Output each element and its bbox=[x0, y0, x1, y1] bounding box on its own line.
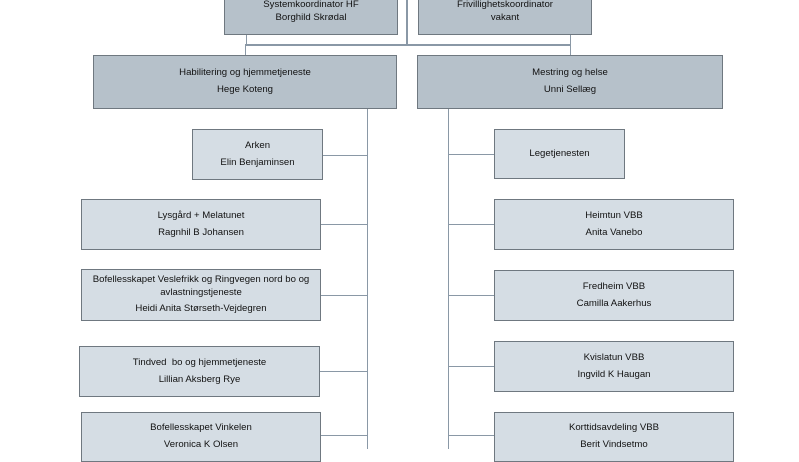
unit-fredheim-leader: Camilla Aakerhus bbox=[576, 297, 652, 309]
unit-korttid-box: Korttidsavdeling VBB Berit Vindsetmo bbox=[494, 412, 734, 462]
org-chart: Systemkoordinator HF Borghild Skrødal Fr… bbox=[79, 0, 734, 462]
systemkoordinator-title: Systemkoordinator HF bbox=[263, 0, 359, 10]
unit-tindved-title: Tindved bo og hjemmetjeneste bbox=[132, 356, 267, 368]
unit-lysgard-box: Lysgård + Melatunet Ragnhil B Johansen bbox=[81, 199, 321, 250]
unit-legetjenesten-box: Legetjenesten bbox=[494, 129, 625, 179]
connector-top-right bbox=[570, 34, 571, 45]
department-habilitering-box: Habilitering og hjemmetjeneste Hege Kote… bbox=[93, 55, 397, 109]
unit-arken-box: Arken Elin Benjaminsen bbox=[192, 129, 323, 180]
unit-fredheim-title: Fredheim VBB bbox=[582, 280, 646, 292]
unit-korttid-title: Korttidsavdeling VBB bbox=[568, 422, 660, 434]
unit-vinkelen-leader: Veronica K Olsen bbox=[163, 439, 239, 450]
unit-fredheim-box: Fredheim VBB Camilla Aakerhus bbox=[494, 270, 734, 321]
connector-dept-right bbox=[570, 45, 571, 55]
department-habilitering-title: Habilitering og hjemmetjeneste bbox=[179, 67, 311, 79]
unit-arken-title: Arken bbox=[244, 139, 271, 151]
unit-heimtun-leader: Anita Vanebo bbox=[585, 226, 643, 238]
connector-top-left bbox=[246, 34, 247, 45]
unit-heimtun-box: Heimtun VBB Anita Vanebo bbox=[494, 199, 734, 250]
frivillighetskoordinator-title: Frivillighetskoordinator bbox=[457, 0, 553, 10]
connector-trunk bbox=[406, 0, 408, 45]
connector-korttid bbox=[449, 435, 494, 436]
connector-heimtun bbox=[449, 224, 494, 225]
unit-kvislatun-leader: Ingvild K Haugan bbox=[577, 368, 651, 380]
unit-legetjenesten-title: Legetjenesten bbox=[529, 147, 590, 159]
unit-veslefrikk-title: Bofellesskapet Veslefrikk og Ringvegen n… bbox=[92, 273, 310, 298]
connector-branch bbox=[245, 44, 571, 46]
unit-kvislatun-box: Kvislatun VBB Ingvild K Haugan bbox=[494, 341, 734, 392]
unit-veslefrikk-leader: Heidi Anita Størseth-Vejdegren bbox=[135, 303, 267, 315]
connector-arken bbox=[322, 155, 367, 156]
frivillighetskoordinator-name: vakant bbox=[490, 11, 520, 23]
unit-kvislatun-title: Kvislatun VBB bbox=[583, 351, 645, 363]
connector-tindved bbox=[320, 371, 367, 372]
unit-tindved-leader: Lillian Aksberg Rye bbox=[158, 373, 241, 385]
connector-right-spine bbox=[448, 108, 449, 449]
department-habilitering-leader: Hege Koteng bbox=[216, 84, 273, 95]
unit-korttid-leader: Berit Vindsetmo bbox=[580, 439, 648, 450]
connector-fredheim bbox=[449, 295, 494, 296]
connector-left-spine bbox=[367, 108, 368, 449]
connector-lysgard bbox=[321, 224, 367, 225]
connector-vinkelen bbox=[321, 435, 367, 436]
connector-dept-left bbox=[245, 45, 246, 55]
unit-heimtun-title: Heimtun VBB bbox=[585, 209, 643, 221]
unit-vinkelen-title: Bofellesskapet Vinkelen bbox=[150, 422, 252, 434]
systemkoordinator-box: Systemkoordinator HF Borghild Skrødal bbox=[224, 0, 398, 35]
unit-lysgard-title: Lysgård + Melatunet bbox=[157, 209, 245, 221]
unit-veslefrikk-box: Bofellesskapet Veslefrikk og Ringvegen n… bbox=[81, 269, 321, 321]
connector-veslefrikk bbox=[321, 295, 367, 296]
unit-vinkelen-box: Bofellesskapet Vinkelen Veronica K Olsen bbox=[81, 412, 321, 462]
unit-arken-leader: Elin Benjaminsen bbox=[220, 156, 295, 168]
systemkoordinator-name: Borghild Skrødal bbox=[275, 11, 347, 23]
frivillighetskoordinator-box: Frivillighetskoordinator vakant bbox=[418, 0, 592, 35]
connector-kvislatun bbox=[449, 366, 494, 367]
department-mestring-box: Mestring og helse Unni Sellæg bbox=[417, 55, 723, 109]
unit-tindved-box: Tindved bo og hjemmetjeneste Lillian Aks… bbox=[79, 346, 320, 397]
unit-lysgard-leader: Ragnhil B Johansen bbox=[158, 226, 244, 238]
connector-legetjenesten bbox=[449, 154, 494, 155]
department-mestring-leader: Unni Sellæg bbox=[543, 84, 597, 95]
department-mestring-title: Mestring og helse bbox=[532, 67, 608, 79]
